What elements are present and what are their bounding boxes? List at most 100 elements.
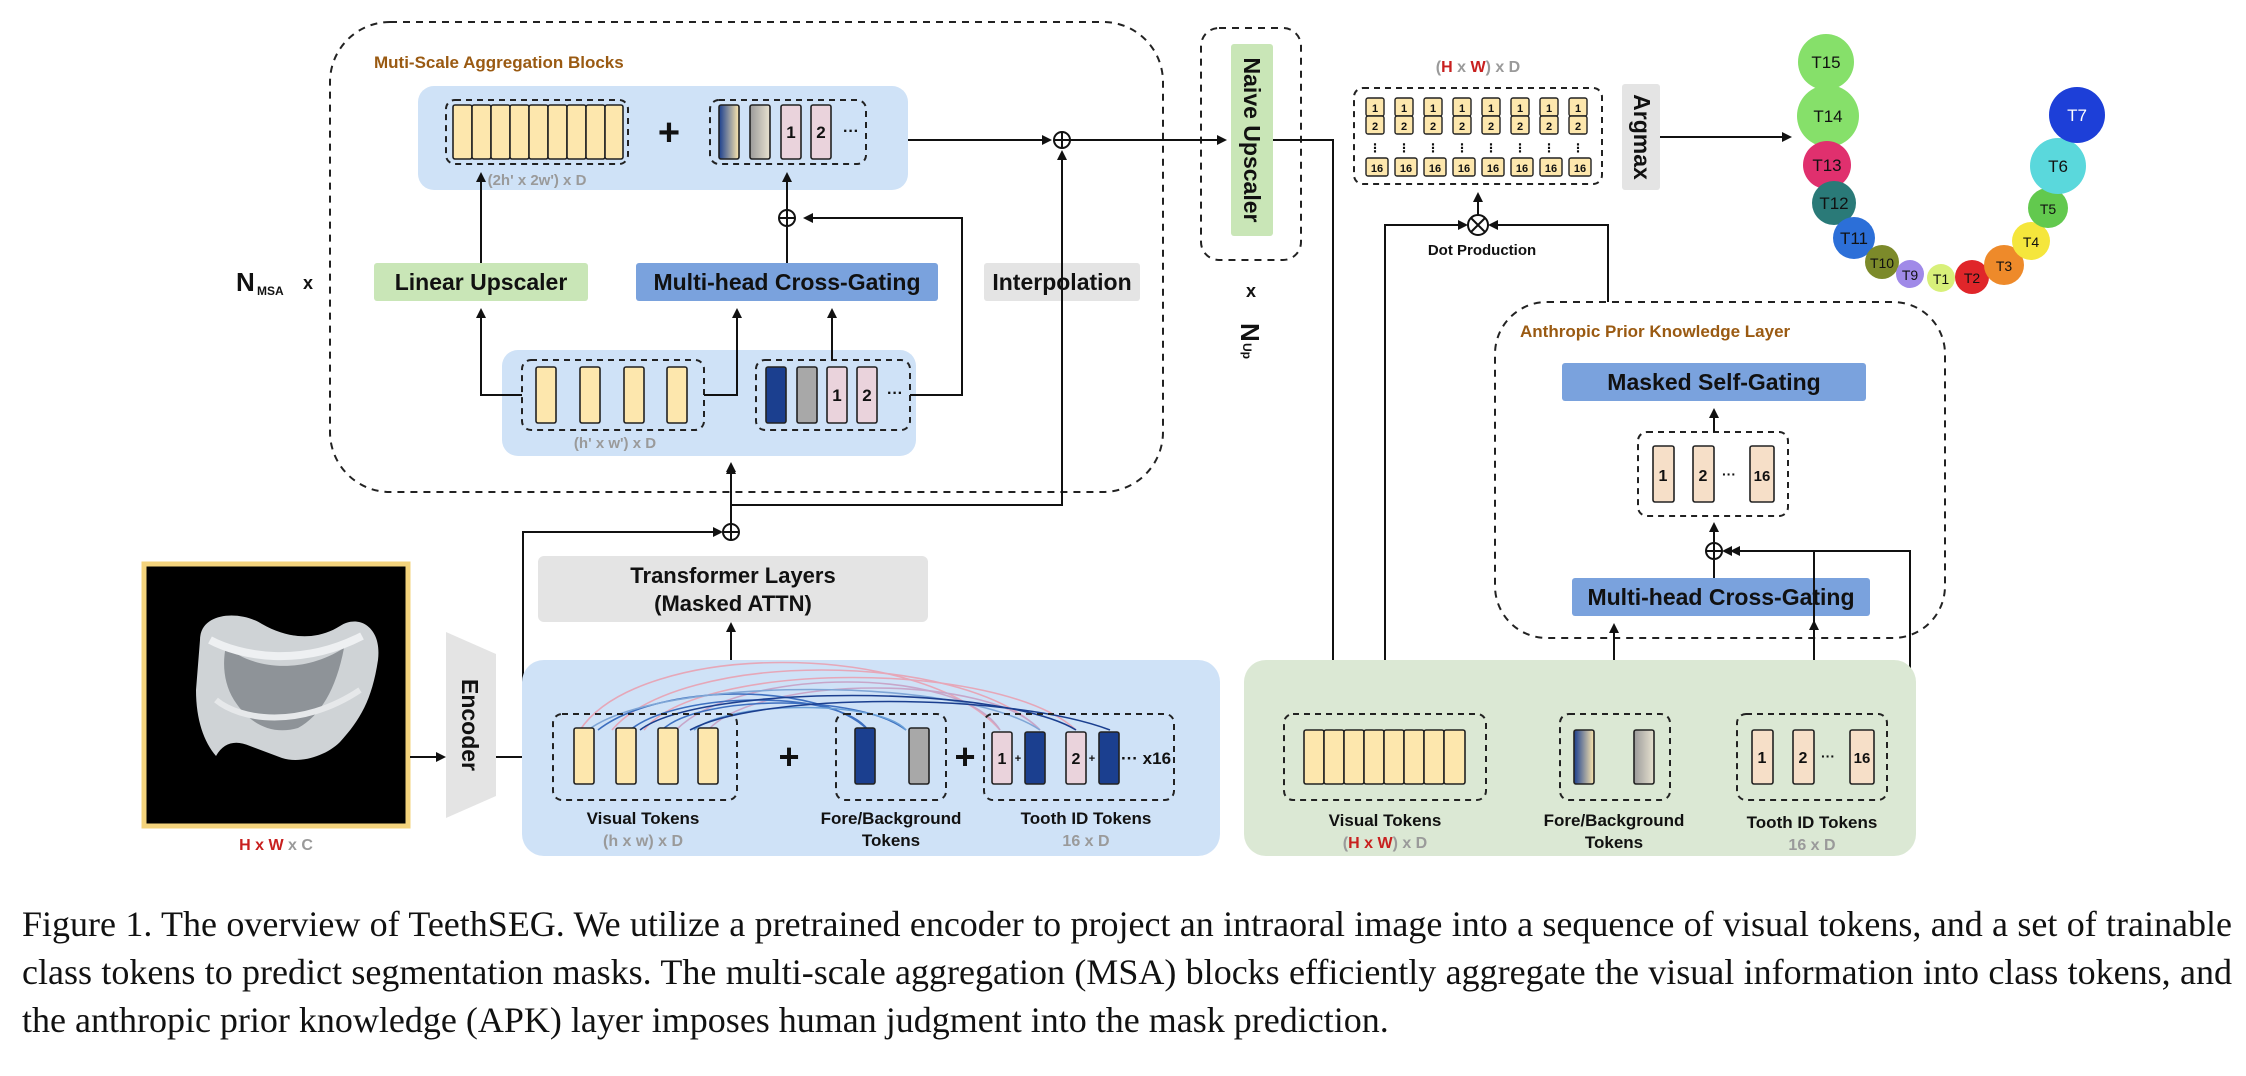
output-cell xyxy=(1394,157,1418,177)
right-tooth-label: Tooth ID Tokens xyxy=(1747,813,1878,832)
input-dim: H x W x C xyxy=(239,837,313,854)
fore-back-label-2: Tokens xyxy=(862,831,920,850)
dental-model-image xyxy=(196,615,379,761)
encoder-label: Encoder xyxy=(457,679,483,771)
token xyxy=(490,104,511,160)
encoder-shape xyxy=(446,632,496,818)
tooth-label: T1 xyxy=(1933,271,1950,287)
apk-frame xyxy=(1494,301,1946,639)
tooth-mask xyxy=(1797,85,1859,147)
output-cell-label: 16 xyxy=(1516,163,1528,175)
token xyxy=(585,104,606,160)
msa-add-cross-icon xyxy=(778,209,796,227)
tooth-repeat: ··· x16 xyxy=(1121,749,1171,768)
apk-cross-gating-box xyxy=(1572,578,1870,616)
tooth-label: T3 xyxy=(1996,258,2013,274)
fore-token xyxy=(718,104,740,160)
output-cell xyxy=(1481,115,1501,135)
visual-tokens-group xyxy=(552,713,738,801)
tooth-token-2 xyxy=(856,366,878,424)
linear-upscaler-box xyxy=(374,263,588,301)
token xyxy=(452,104,473,160)
msa-cross-gating-box xyxy=(636,263,938,301)
tooth-token-1-label: 1 xyxy=(1659,468,1668,485)
linear-upscaler-label: Linear Upscaler xyxy=(395,269,568,295)
token xyxy=(535,366,557,424)
tooth-token-16-label: 16 xyxy=(1754,468,1771,485)
tooth-mask xyxy=(1833,217,1875,259)
tooth-token-2-label: 2 xyxy=(862,386,871,405)
tooth-token-1 xyxy=(991,731,1013,785)
fore-back-group xyxy=(835,713,947,801)
tooth-token-1 xyxy=(1652,445,1675,503)
fore-token xyxy=(765,366,787,424)
tooth-mask xyxy=(1812,181,1856,225)
msa-low-visual-group xyxy=(521,359,705,431)
token xyxy=(623,366,645,424)
token xyxy=(566,104,587,160)
output-cell-ellipsis: ⋮ xyxy=(1543,141,1555,155)
msa-add-output-icon xyxy=(1053,131,1071,149)
fore-token xyxy=(1573,729,1595,785)
output-cell-label: 16 xyxy=(1400,163,1412,175)
token xyxy=(604,104,624,160)
output-cell-label: 16 xyxy=(1487,163,1499,175)
output-cell-ellipsis: ⋮ xyxy=(1485,141,1497,155)
transformer-arrows xyxy=(522,462,736,716)
output-cell-ellipsis: ⋮ xyxy=(1514,141,1526,155)
msa-top-class-group xyxy=(709,99,867,165)
msa-top-visual-tokens xyxy=(452,104,624,160)
tooth-label: T9 xyxy=(1902,267,1919,283)
output-cell xyxy=(1539,157,1563,177)
tooth-id-dim: 16 x D xyxy=(1062,833,1109,850)
tooth-token-2-label: 2 xyxy=(816,123,825,142)
upscaler-repeat-times: x xyxy=(1246,281,1256,301)
tooth-mask xyxy=(1865,245,1899,279)
upscaler-arrows xyxy=(1070,135,1338,712)
tooth-token-2 xyxy=(1692,445,1715,503)
transformer-line1: Transformer Layers xyxy=(630,563,835,588)
token xyxy=(666,366,688,424)
msa-repeat-sub: MSA xyxy=(257,284,284,298)
output-cell-ellipsis: ⋮ xyxy=(1456,141,1468,155)
token xyxy=(1303,729,1325,785)
tooth-token-1 xyxy=(826,366,848,424)
tooth-label: T12 xyxy=(1819,194,1848,213)
naive-upscaler-label: Naive Upscaler xyxy=(1239,58,1265,223)
output-cell-label: 1 xyxy=(1488,103,1494,115)
architecture-diagram: Muti-Scale Aggregation Blocks N MSA x + … xyxy=(141,21,2105,856)
tooth-pair-plus-2: + xyxy=(1089,753,1095,765)
output-cell xyxy=(1510,157,1534,177)
token xyxy=(1423,729,1445,785)
tokens-plus-1: + xyxy=(778,736,799,777)
right-tooth-dim: 16 x D xyxy=(1788,837,1835,854)
tooth-token-2 xyxy=(1065,731,1087,785)
msa-arrows xyxy=(476,135,1067,508)
apk-title: Anthropic Prior Knowledge Layer xyxy=(1520,322,1791,341)
output-cell-label: 16 xyxy=(1458,163,1470,175)
tooth-token-16 xyxy=(1849,729,1875,785)
visual-tokens-label: Visual Tokens xyxy=(587,809,700,828)
right-tooth-group xyxy=(1736,713,1888,801)
output-cell-label: 2 xyxy=(1430,121,1436,133)
tooth-token-1-label: 1 xyxy=(832,386,841,405)
upscaler-frame xyxy=(1200,27,1302,261)
tooth-mask xyxy=(1803,141,1851,189)
output-cell xyxy=(1452,157,1476,177)
self-gating-label: Masked Self-Gating xyxy=(1607,369,1820,395)
tooth-token-1-label: 1 xyxy=(998,751,1007,768)
output-cell-ellipsis: ⋮ xyxy=(1369,141,1381,155)
token xyxy=(1443,729,1466,785)
msa-low-dim: (h' x w') x D xyxy=(574,435,656,452)
tooth-label: T4 xyxy=(2023,234,2040,250)
output-cell-label: 2 xyxy=(1546,121,1552,133)
tooth-token-2 xyxy=(810,104,832,160)
token xyxy=(579,366,601,424)
output-cell xyxy=(1539,115,1559,135)
tooth-label: T14 xyxy=(1813,107,1842,126)
transformer-add-icon xyxy=(722,523,740,541)
tooth-token-1 xyxy=(780,104,802,160)
tooth-pair-plus-1: + xyxy=(1015,753,1021,765)
output-cell-label: 1 xyxy=(1401,103,1407,115)
token xyxy=(697,727,719,785)
